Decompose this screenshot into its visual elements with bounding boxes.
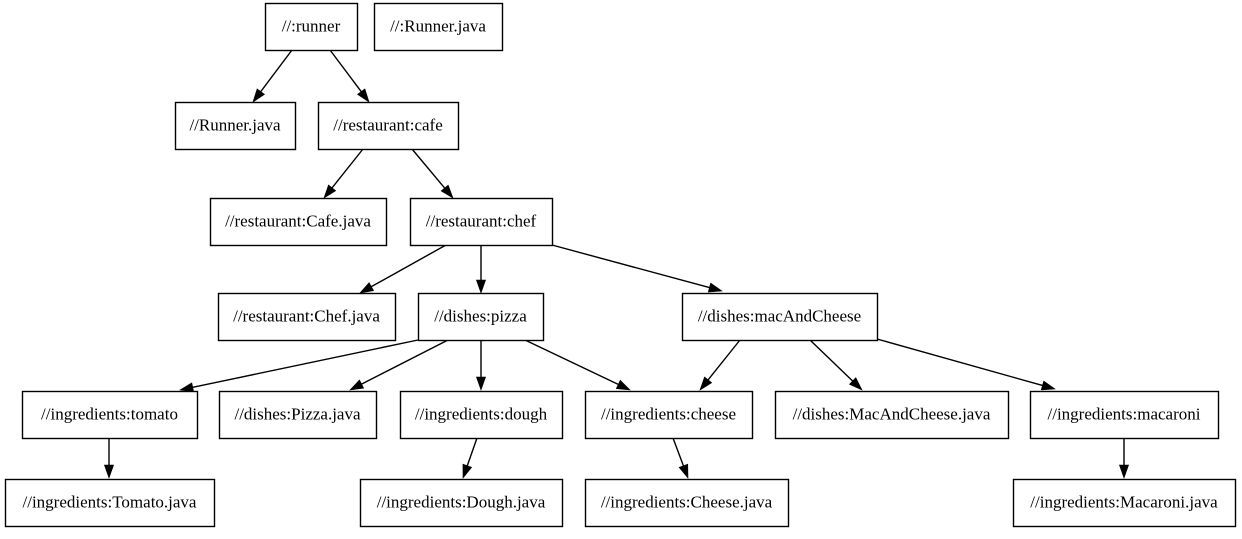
graph-edge (672, 437, 689, 479)
node-label: //dishes:pizza (434, 306, 527, 325)
graph-node-chef[interactable]: //restaurant:chef (409, 197, 554, 247)
graph-edge (876, 338, 1056, 391)
node-label: //:Runner.java (390, 16, 486, 35)
graph-edge (699, 339, 741, 391)
node-box (217, 292, 397, 342)
node-box (584, 478, 790, 528)
node-label: //ingredients:macaroni (1048, 404, 1201, 423)
node-box (584, 390, 754, 440)
node-label: //ingredients:Tomato.java (23, 492, 197, 511)
node-box (399, 390, 564, 440)
node-label: //ingredients:dough (415, 404, 548, 423)
node-box (681, 292, 879, 342)
graph-edge (475, 245, 487, 294)
node-label: //ingredients:Dough.java (377, 492, 546, 511)
graph-node-cafe[interactable]: //restaurant:cafe (317, 101, 460, 151)
edge-layer (103, 49, 1130, 479)
graph-node-macaroni[interactable]: //ingredients:macaroni (1029, 390, 1220, 440)
node-box (4, 478, 216, 528)
graph-node-tomato_java[interactable]: //ingredients:Tomato.java (4, 478, 216, 528)
graph-edge (252, 49, 293, 103)
node-label: //ingredients:tomato (41, 404, 178, 423)
graph-edge (1118, 438, 1130, 479)
node-box (359, 478, 564, 528)
graph-edge (809, 339, 863, 391)
node-box (264, 2, 359, 52)
node-box (1012, 478, 1237, 528)
graph-edge (323, 148, 364, 199)
node-label: //restaurant:chef (426, 211, 537, 230)
node-box (174, 101, 297, 151)
graph-edge (551, 244, 723, 293)
graph-edge (462, 437, 478, 479)
graph-node-dough_java[interactable]: //ingredients:Dough.java (359, 478, 564, 528)
node-label: //dishes:Pizza.java (234, 404, 361, 423)
graph-node-tomato[interactable]: //ingredients:tomato (21, 390, 199, 440)
graph-edge (329, 49, 370, 103)
graph-node-pizza[interactable]: //dishes:pizza (417, 292, 545, 342)
node-box (1029, 390, 1220, 440)
graph-edge (103, 438, 115, 479)
graph-node-root_runner_java[interactable]: //:Runner.java (373, 2, 504, 52)
graph-edge (179, 339, 419, 393)
graph-node-cheese[interactable]: //ingredients:cheese (584, 390, 754, 440)
graph-edge (411, 148, 454, 199)
graph-node-macandcheese_java[interactable]: //dishes:MacAndCheese.java (774, 390, 1010, 440)
graph-node-runner_java[interactable]: //Runner.java (174, 101, 297, 151)
node-box (373, 2, 504, 52)
node-box (218, 390, 378, 440)
graph-node-cheese_java[interactable]: //ingredients:Cheese.java (584, 478, 790, 528)
node-layer: //:runner //:Runner.java //Runner.java //re… (4, 2, 1237, 528)
node-label: //restaurant:cafe (333, 115, 443, 134)
graph-edge (349, 339, 449, 391)
node-label: //dishes:MacAndCheese.java (793, 404, 991, 423)
graph-node-runner[interactable]: //:runner (264, 2, 359, 52)
node-label: //ingredients:Macaroni.java (1030, 492, 1218, 511)
graph-edge (475, 340, 487, 391)
graph-node-cafe_java[interactable]: //restaurant:Cafe.java (209, 197, 388, 247)
node-box (317, 101, 460, 151)
graph-edge (359, 244, 447, 294)
graph-node-pizza_java[interactable]: //dishes:Pizza.java (218, 390, 378, 440)
node-label: //ingredients:Cheese.java (601, 492, 773, 511)
graph-node-dough[interactable]: //ingredients:dough (399, 390, 564, 440)
graph-node-macandcheese[interactable]: //dishes:macAndCheese (681, 292, 879, 342)
node-box (21, 390, 199, 440)
graph-node-macaroni_java[interactable]: //ingredients:Macaroni.java (1012, 478, 1237, 528)
node-label: //dishes:macAndCheese (698, 306, 861, 325)
node-box (209, 197, 388, 247)
node-label: //restaurant:Chef.java (233, 306, 380, 325)
graph-edge (524, 339, 631, 391)
node-box (774, 390, 1010, 440)
node-label: //ingredients:cheese (601, 404, 736, 423)
node-label: //Runner.java (189, 115, 281, 134)
graph-node-chef_java[interactable]: //restaurant:Chef.java (217, 292, 397, 342)
node-label: //:runner (282, 16, 341, 35)
node-box (409, 197, 554, 247)
node-label: //restaurant:Cafe.java (225, 211, 371, 230)
node-box (417, 292, 545, 342)
